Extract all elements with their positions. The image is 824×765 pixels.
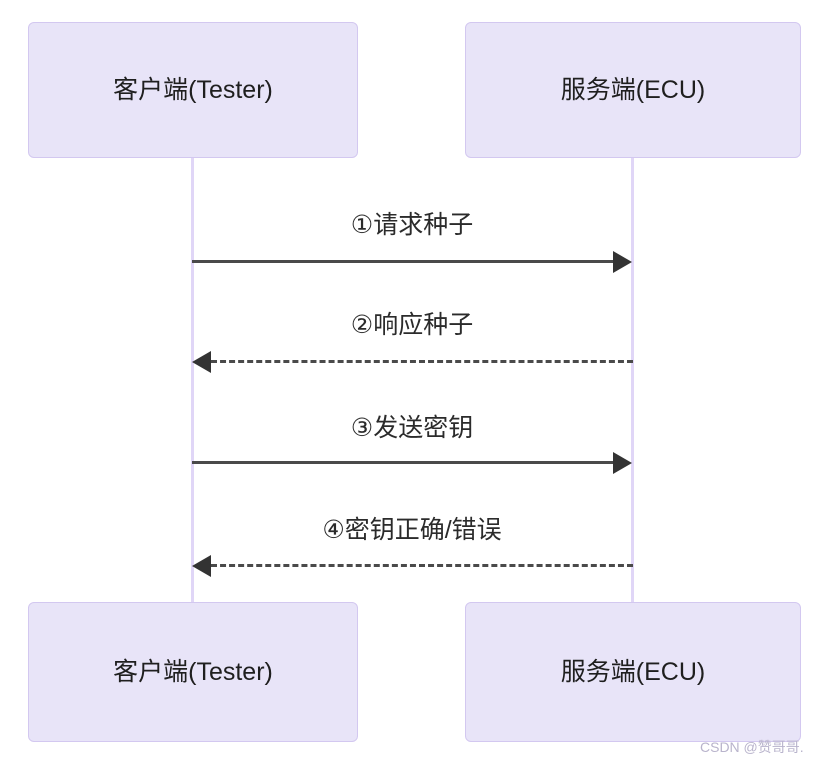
message-arrowhead-2 bbox=[192, 351, 211, 373]
participant-box-server-bottom[interactable]: 服务端(ECU) bbox=[465, 602, 801, 742]
message-arrowhead-4 bbox=[192, 555, 211, 577]
message-line-3 bbox=[192, 461, 613, 464]
message-line-1 bbox=[192, 260, 613, 263]
participant-box-client-top[interactable]: 客户端(Tester) bbox=[28, 22, 358, 158]
participant-label-server-bottom: 服务端(ECU) bbox=[560, 657, 706, 686]
message-label-4: ④密钥正确/错误 bbox=[322, 516, 502, 544]
message-arrowhead-1 bbox=[613, 251, 632, 273]
message-label-1: ①请求种子 bbox=[350, 211, 474, 239]
message-line-4 bbox=[211, 564, 633, 567]
participant-label-server-top: 服务端(ECU) bbox=[560, 75, 706, 104]
message-label-2: ②响应种子 bbox=[350, 311, 474, 339]
lifeline-server bbox=[631, 158, 634, 604]
participant-box-client-bottom[interactable]: 客户端(Tester) bbox=[28, 602, 358, 742]
message-line-2 bbox=[211, 360, 633, 363]
participant-label-client-top: 客户端(Tester) bbox=[113, 75, 273, 104]
message-arrowhead-3 bbox=[613, 452, 632, 474]
participant-box-server-top[interactable]: 服务端(ECU) bbox=[465, 22, 801, 158]
message-label-3: ③发送密钥 bbox=[350, 414, 474, 442]
participant-label-client-bottom: 客户端(Tester) bbox=[113, 657, 273, 686]
lifeline-client bbox=[191, 158, 194, 604]
watermark: CSDN @赞哥哥. bbox=[700, 739, 804, 755]
